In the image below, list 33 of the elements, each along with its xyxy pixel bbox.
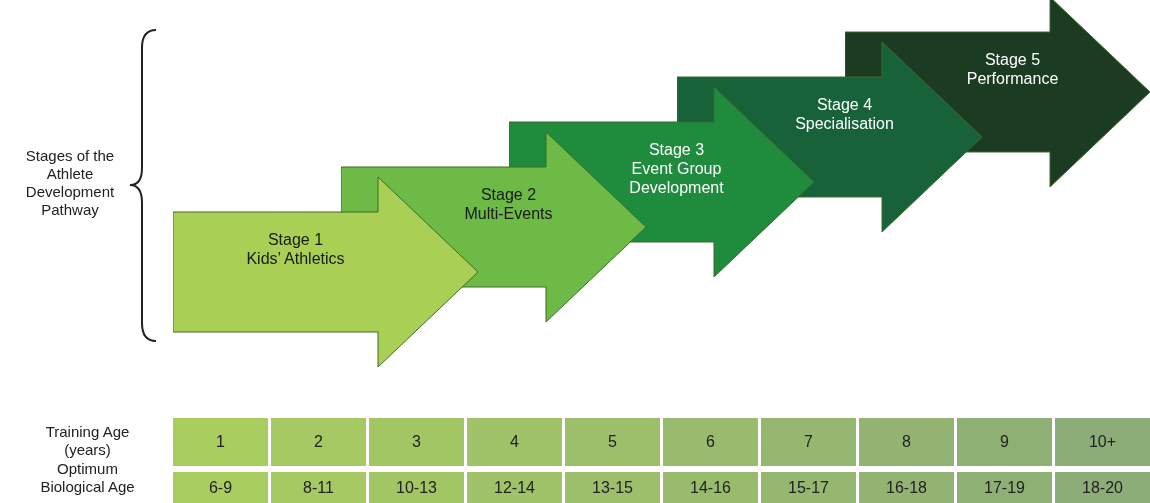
table-cell: 9 bbox=[957, 418, 1052, 466]
stage-name: Specialisation bbox=[794, 114, 895, 133]
row-label: Training Age (years) bbox=[44, 423, 131, 459]
side-label: Stages of the Athlete Development Pathway bbox=[24, 147, 116, 219]
table-cell: 8 bbox=[859, 418, 954, 466]
table-cell: 17-19 bbox=[957, 472, 1052, 503]
stage-name: Performance bbox=[965, 69, 1060, 88]
table-cell: 5 bbox=[565, 418, 660, 466]
table-cell: 16-18 bbox=[859, 472, 954, 503]
stage-heading: Stage 1 bbox=[266, 230, 325, 249]
table-cell: 15-17 bbox=[761, 472, 856, 503]
table-cell: 10+ bbox=[1055, 418, 1150, 466]
stage-heading: Stage 5 bbox=[983, 50, 1042, 69]
table-cell: 1 bbox=[173, 418, 268, 466]
table-cell: 13-15 bbox=[565, 472, 660, 503]
stage-heading: Stage 3 bbox=[647, 140, 706, 159]
stage-name: Event Group Development bbox=[628, 159, 725, 197]
table-cell: 4 bbox=[467, 418, 562, 466]
table-cell: 7 bbox=[761, 418, 856, 466]
table-cell: 3 bbox=[369, 418, 464, 466]
table-cell: 18-20 bbox=[1055, 472, 1150, 503]
table-cell: 6-9 bbox=[173, 472, 268, 503]
table-cell: 10-13 bbox=[369, 472, 464, 503]
table-cell: 12-14 bbox=[467, 472, 562, 503]
stage-heading: Stage 2 bbox=[479, 185, 538, 204]
table-cell: 2 bbox=[271, 418, 366, 466]
stage-heading: Stage 4 bbox=[815, 95, 874, 114]
row-label: Optimum Biological Age bbox=[39, 460, 136, 496]
stage-name: Kids’ Athletics bbox=[245, 249, 346, 268]
table-cell: 8-11 bbox=[271, 472, 366, 503]
table-cell: 6 bbox=[663, 418, 758, 466]
stage-name: Multi-Events bbox=[463, 204, 554, 223]
table-cell: 14-16 bbox=[663, 472, 758, 503]
